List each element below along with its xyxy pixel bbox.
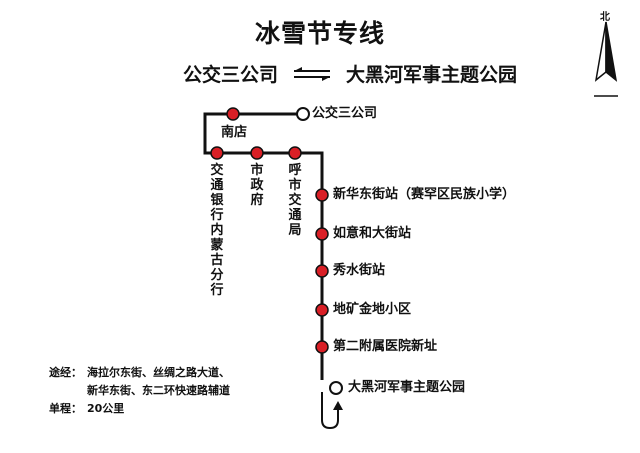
via-line2: 新华东街、东二环快速路辅道 — [87, 384, 230, 397]
stop-xinhua — [315, 188, 329, 202]
stop-jiaotong — [210, 146, 224, 160]
distance-label: 单程： — [49, 402, 82, 415]
stop-label-nandian: 南店 — [221, 125, 248, 140]
stop-hushi — [288, 146, 302, 160]
stop-label-shizhengfu: 市政府 — [250, 163, 264, 208]
stop-shizhengfu — [250, 146, 264, 160]
stop-start — [296, 107, 310, 121]
stop-label-end: 大黑河军事主题公园 — [348, 380, 466, 395]
stop-label-start: 公交三公司 — [312, 106, 378, 121]
stop-nandian — [226, 107, 240, 121]
north-label: 北 — [600, 12, 610, 23]
stop-dikuang — [315, 303, 329, 317]
distance-value: 20公里 — [87, 402, 125, 415]
via-label: 途经： — [49, 366, 82, 379]
terminal-to: 大黑河军事主题公园 — [346, 64, 518, 86]
via-line1: 海拉尔东街、丝绸之路大道、 — [87, 366, 230, 379]
stop-end — [329, 381, 343, 395]
north-arrow-icon — [594, 21, 618, 97]
page-title: 冰雪节专线 — [254, 19, 385, 48]
terminal-from: 公交三公司 — [182, 64, 278, 86]
u-turn-arrow-icon — [321, 392, 343, 430]
route-terminals: 公交三公司 大黑河军事主题公园 — [120, 60, 580, 87]
stop-fuyuan — [315, 340, 329, 354]
two-way-arrow-icon — [292, 66, 332, 81]
stop-label-xinhua: 新华东街站（赛罕区民族小学） — [333, 187, 516, 202]
stop-xiushui — [315, 264, 329, 278]
stop-label-xiushui: 秀水街站 — [333, 263, 386, 278]
stop-label-dikuang: 地矿金地小区 — [333, 302, 412, 317]
stop-label-jiaotong: 交通银行内蒙古分行 — [210, 163, 224, 298]
stop-label-hushi: 呼市交通局 — [288, 163, 302, 238]
stop-label-fuyuan: 第二附属医院新址 — [333, 339, 438, 354]
stop-label-ruyi: 如意和大街站 — [333, 226, 412, 241]
route-info: 途经： 海拉尔东街、丝绸之路大道、 新华东街、东二环快速路辅道 单程： 20公里 — [49, 364, 230, 418]
stop-ruyi — [315, 227, 329, 241]
